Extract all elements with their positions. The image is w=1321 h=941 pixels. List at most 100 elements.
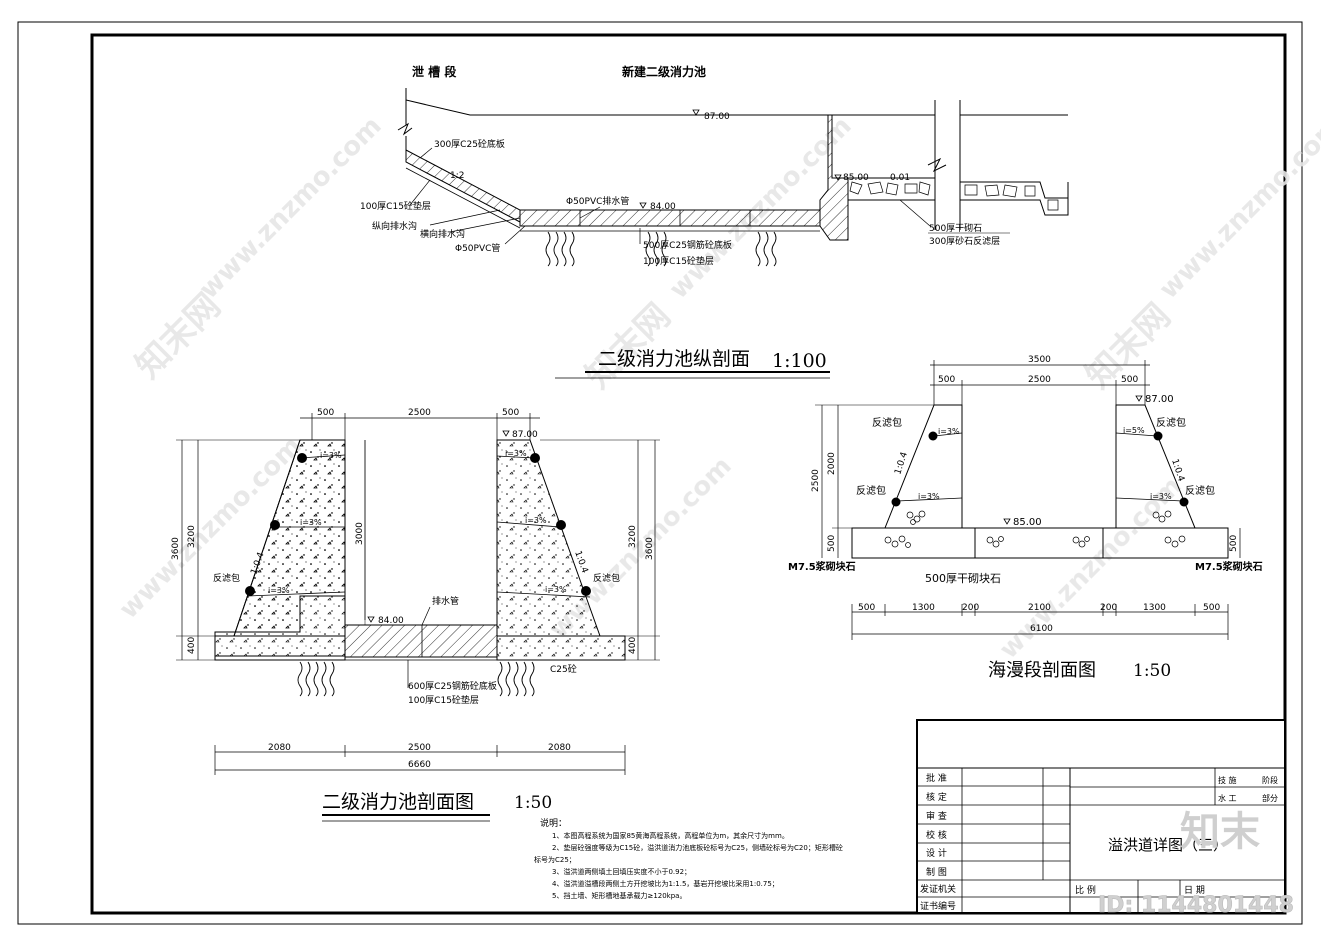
grade-sea-2: i=3% xyxy=(918,492,940,501)
dim-bottom-sea-2: 1300 xyxy=(912,603,935,613)
label-new-pool: 新建二级消力池 xyxy=(622,64,706,79)
note-rock-500: 500厚干砌石 xyxy=(929,223,982,234)
grade-sea-3: i=5% xyxy=(1123,426,1145,435)
label-spillway: 泄 槽 段 xyxy=(412,64,457,79)
elev-top-long: 87.00 xyxy=(704,112,730,122)
note-slab-500: 500厚C25钢筋砼底板 xyxy=(643,239,732,251)
note-bed-100b: 100厚C15砼垫层 xyxy=(643,255,714,267)
drawing-frame xyxy=(90,33,1287,915)
elev-exit-long: 85.00 xyxy=(843,173,869,183)
tb-label-6: 制 图 xyxy=(926,866,947,878)
notes-heading: 说明： xyxy=(540,817,567,829)
filter-bag-icon xyxy=(297,453,307,463)
note-bed-100: 100厚C15砼垫层 xyxy=(360,200,431,212)
elev-bottom-long: 84.00 xyxy=(650,202,676,212)
dim-bottom-2: 2500 xyxy=(408,743,431,753)
note-slab-600: 600厚C25钢筋砼底板 xyxy=(408,680,497,692)
filter-bag-icon xyxy=(556,520,566,530)
tb-label-issuer: 发证机关 xyxy=(920,883,956,895)
slope-ratio-long: 1:2 xyxy=(450,171,464,181)
dim-left-sea-1: 2500 xyxy=(811,469,821,492)
label-mortar-left: M7.5浆砌块石 xyxy=(788,560,856,573)
dim-left-sea-3: 500 xyxy=(827,535,837,552)
grade-left-2: i=3% xyxy=(300,518,322,527)
note-drain-trans: 横向排水沟 xyxy=(420,228,465,240)
dim-top-3: 500 xyxy=(502,408,519,418)
tb-scale-label: 比 例 xyxy=(1075,884,1096,896)
sea-apron-section: 3500 500 2500 500 i=3% i=3% i=5% i=3% 1:… xyxy=(788,355,1263,681)
note-pipe-pvc: Φ50PVC管 xyxy=(455,242,500,254)
dim-top-sea-1: 500 xyxy=(938,375,955,385)
note-filter-300: 300厚砂石反滤层 xyxy=(929,235,1000,247)
filter-bag-icon xyxy=(581,586,591,596)
label-filter-sea-2: 反滤包 xyxy=(856,484,886,497)
label-filter-right: 反滤包 xyxy=(593,572,620,584)
label-drain-pipe: 排水管 xyxy=(432,595,459,607)
elev-top-sea: 87.00 xyxy=(1145,394,1174,405)
grade-left-1: i=3% xyxy=(320,451,342,460)
tb-date-label: 日 期 xyxy=(1184,885,1205,896)
scale-cross: 1:50 xyxy=(514,793,552,813)
filter-bag-icon xyxy=(1179,497,1189,507)
tb-label-1: 批 准 xyxy=(926,772,947,784)
grade-sea-4: i=3% xyxy=(1150,492,1172,501)
dim-top-1: 500 xyxy=(317,408,334,418)
note-line-6: 5、挡土墙、矩形槽地基承载力≥120kpa。 xyxy=(552,891,686,900)
dim-right-1: 3200 xyxy=(628,525,638,548)
note-line-2: 2、垫层砼强度等级为C15砼，溢洪道消力池底板砼标号为C25，侧墙砼标号为C20… xyxy=(552,843,843,852)
dim-bottom-sea-7: 500 xyxy=(1203,603,1220,613)
scale-sea: 1:50 xyxy=(1133,661,1171,681)
dim-top-sea-2: 2500 xyxy=(1028,375,1051,385)
tb-label-cert: 证书编号 xyxy=(920,900,956,912)
label-filter-sea-1: 反滤包 xyxy=(872,416,902,429)
dim-right-sea: 500 xyxy=(1229,535,1239,552)
dim-bottom-sea-3: 200 xyxy=(962,603,979,613)
watermark-brand: 知末网 xyxy=(578,296,678,396)
dim-right-3: 400 xyxy=(628,637,638,654)
dim-right-2: 3600 xyxy=(645,537,655,560)
dim-top-sea-3: 500 xyxy=(1121,375,1138,385)
note-line-1: 1、本图高程系统为国家85黄海高程系统，高程单位为m，其余尺寸为mm。 xyxy=(552,831,789,840)
label-rock-sea: 500厚干砌块石 xyxy=(925,572,1001,585)
elev-bottom-sea: 85.00 xyxy=(1013,517,1042,528)
dim-left-3: 400 xyxy=(187,637,197,654)
tb-stage-label: 阶段 xyxy=(1262,775,1278,785)
filter-bag-icon xyxy=(891,497,901,507)
label-filter-sea-3: 反滤包 xyxy=(1156,416,1186,429)
note-bed-100c: 100厚C15砼垫层 xyxy=(408,694,479,706)
dim-top-2: 2500 xyxy=(408,408,431,418)
dim-left-1: 3600 xyxy=(171,537,181,560)
dim-left-sea-2: 2000 xyxy=(827,452,837,475)
dim-left-2: 3200 xyxy=(187,525,197,548)
notes-block: 说明： 1、本图高程系统为国家85黄海高程系统，高程单位为m，其余尺寸为mm。 … xyxy=(534,817,843,900)
dim-bottom-3: 2080 xyxy=(548,743,571,753)
tb-label-4: 校 核 xyxy=(926,829,947,841)
note-line-3: 标号为C25； xyxy=(534,855,576,864)
title-sea: 海漫段剖面图 xyxy=(988,660,1096,681)
dim-total-cross: 6660 xyxy=(408,760,431,770)
filter-bag-icon xyxy=(245,586,255,596)
paper-border xyxy=(17,21,1303,925)
scale-longitudinal: 1:100 xyxy=(772,350,827,372)
note-line-5: 4、溢洪道溢槽段两侧土方开挖坡比为1:1.5，基岩开挖坡比采用1:0.75； xyxy=(552,879,779,888)
note-slab-300: 300厚C25砼底板 xyxy=(434,138,505,150)
tb-drawing-name: 溢洪道详图（三） xyxy=(1108,836,1228,854)
dim-bottom-sea-1: 500 xyxy=(858,603,875,613)
note-drain-long: 纵向排水沟 xyxy=(372,220,417,232)
elev-bottom-cross: 84.00 xyxy=(378,616,404,626)
title-longitudinal: 二级消力池纵剖面 xyxy=(598,348,750,370)
id-watermark: ID: 1144801448 xyxy=(1098,893,1294,918)
dim-bottom-sea-4: 2100 xyxy=(1028,603,1051,613)
elev-top-cross: 87.00 xyxy=(512,430,538,440)
watermark-site: www.znzmo.com xyxy=(194,111,388,305)
rock-cluster-icon xyxy=(884,510,1186,548)
label-filter-left: 反滤包 xyxy=(213,572,240,584)
tb-stage-value: 技 施 xyxy=(1218,775,1237,785)
label-c25: C25砼 xyxy=(550,663,577,675)
dim-bottom-sea-5: 200 xyxy=(1100,603,1117,613)
tb-label-3: 审 查 xyxy=(926,810,947,822)
grade-right-1: i=3% xyxy=(505,449,527,458)
filter-bag-icon xyxy=(928,431,938,441)
grade-sea-1: i=3% xyxy=(938,427,960,436)
